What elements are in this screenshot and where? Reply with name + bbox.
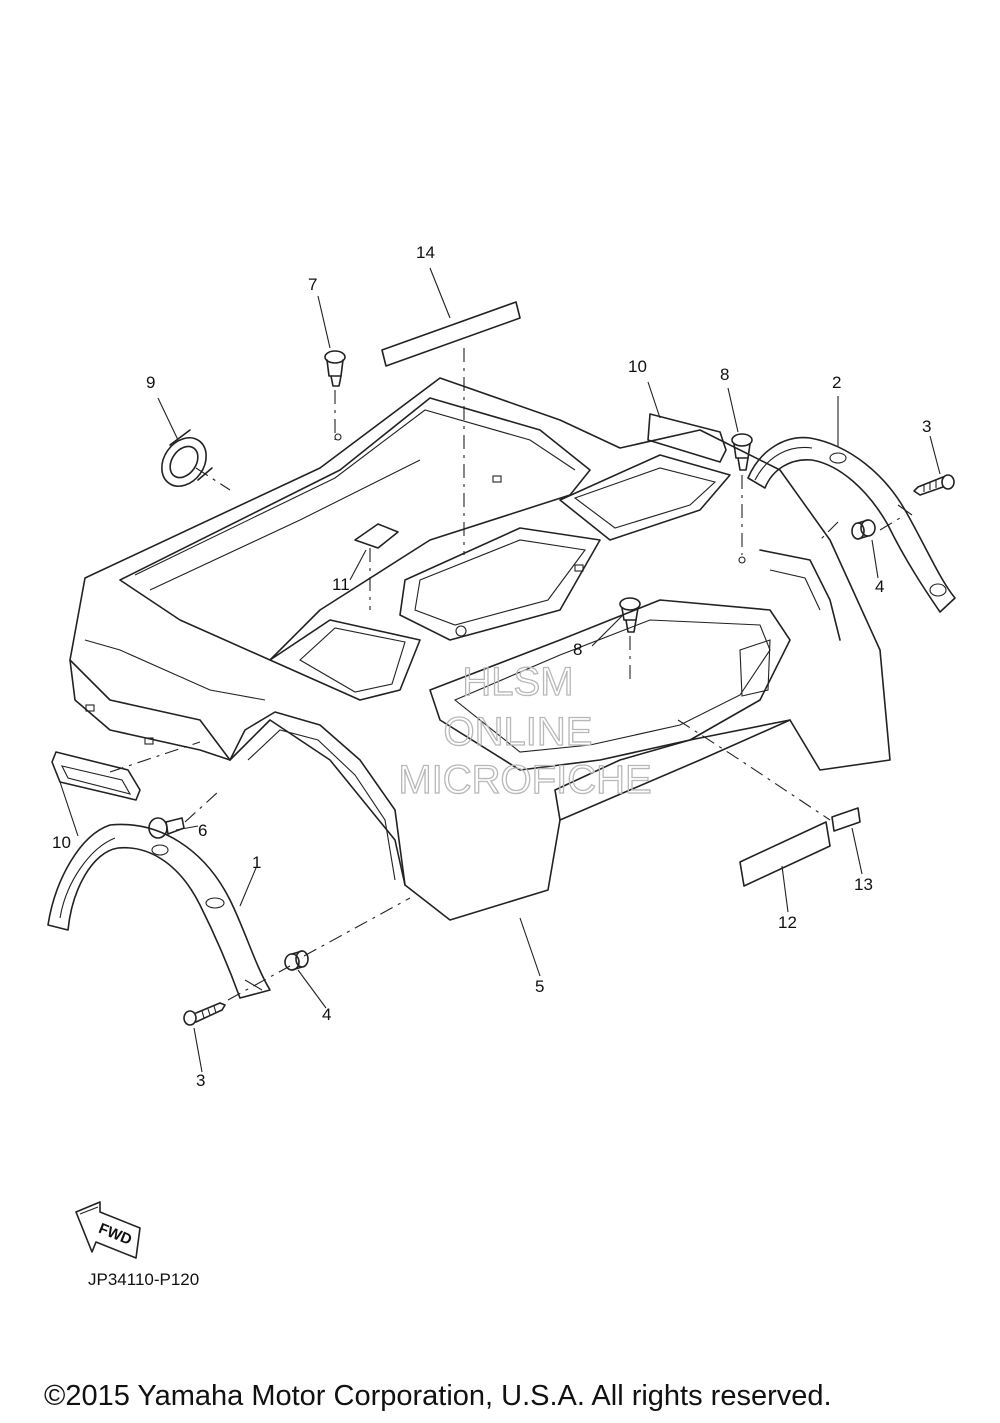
callout-14: 14 xyxy=(416,243,435,262)
callout-8-top: 8 xyxy=(720,365,729,384)
label-11 xyxy=(354,523,399,549)
callout-8-mid: 8 xyxy=(573,640,582,659)
callouts: 1 2 3 3 4 4 5 6 7 8 8 9 10 10 11 12 13 1… xyxy=(52,243,931,1090)
copyright-notice: ©2015 Yamaha Motor Corporation, U.S.A. A… xyxy=(44,1380,832,1412)
emblem-10-left xyxy=(51,751,141,801)
cargo-bed xyxy=(69,377,891,921)
fender-2 xyxy=(747,436,956,613)
watermark-line-2: ONLINE xyxy=(444,710,593,754)
callout-11: 11 xyxy=(332,575,350,594)
emblem-10-right xyxy=(647,413,727,463)
watermark: HLSM ONLINE MICROFICHE xyxy=(398,659,653,802)
screw-3-right xyxy=(913,474,955,496)
label-13 xyxy=(831,807,861,832)
collar-4-left xyxy=(284,950,309,971)
callout-3-right: 3 xyxy=(922,417,931,436)
rivet-7 xyxy=(324,350,346,387)
fender-1 xyxy=(47,823,271,999)
watermark-line-1: HLSM xyxy=(462,660,573,704)
callout-7: 7 xyxy=(308,275,317,294)
callout-10-right: 10 xyxy=(628,357,647,376)
leader-lines xyxy=(59,267,941,1073)
callout-2: 2 xyxy=(832,373,841,392)
collar-4-right xyxy=(851,519,876,540)
label-14 xyxy=(381,301,521,367)
callout-4-right: 4 xyxy=(875,577,884,596)
grommet-9 xyxy=(161,429,213,487)
screw-3-left xyxy=(183,1002,226,1026)
callout-10-left: 10 xyxy=(52,833,71,852)
callout-5: 5 xyxy=(535,977,544,996)
callout-1: 1 xyxy=(252,853,261,872)
diagram-code: JP34110-P120 xyxy=(88,1270,200,1289)
assembly-lines xyxy=(109,348,906,1001)
callout-9: 9 xyxy=(146,373,155,392)
callout-4-left: 4 xyxy=(322,1005,331,1024)
callout-6: 6 xyxy=(198,821,207,840)
callout-12: 12 xyxy=(778,913,797,932)
fwd-arrow-icon: FWD xyxy=(75,1201,141,1259)
rivet-8-top xyxy=(731,433,753,471)
callout-3-left: 3 xyxy=(196,1071,205,1090)
callout-13: 13 xyxy=(854,875,873,894)
rivet-8-mid xyxy=(619,597,641,633)
label-12 xyxy=(739,821,831,887)
watermark-line-3: MICROFICHE xyxy=(398,758,651,802)
